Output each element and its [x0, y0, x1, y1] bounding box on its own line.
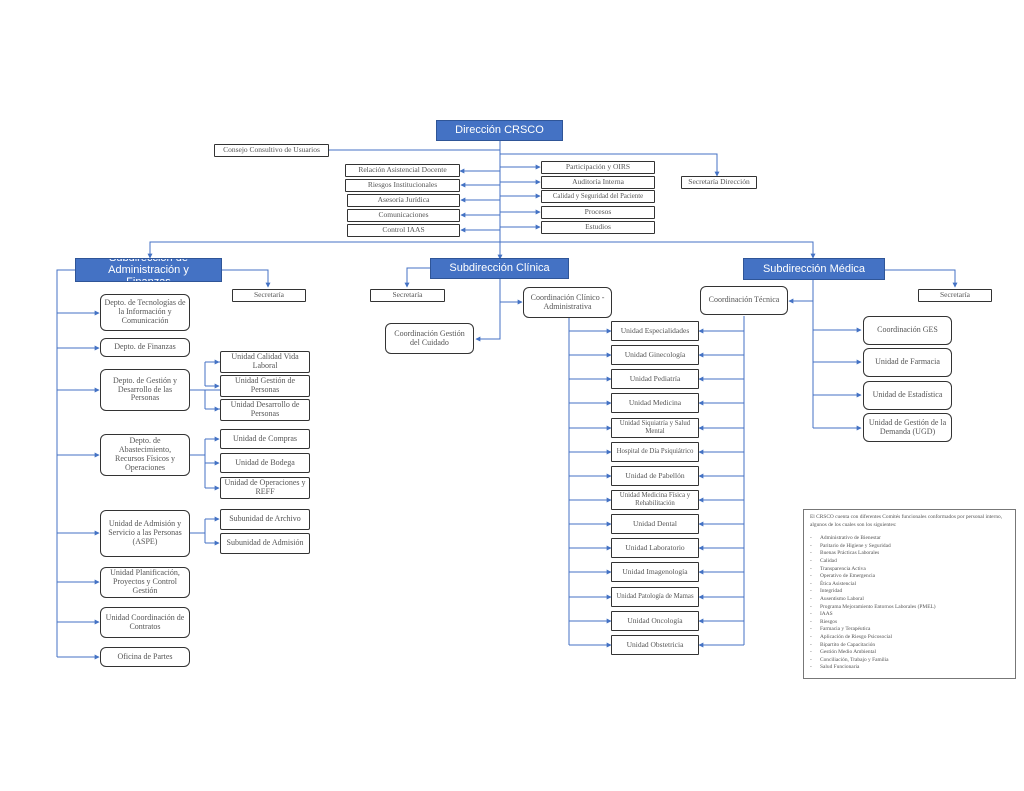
comite-item: Ética Asistencial: [810, 581, 1009, 589]
coordinacion-ges-box: Coordinación GES: [863, 316, 952, 345]
unidad-medicina-fisica-box: Unidad Medicina Física y Rehabilitación: [611, 490, 699, 510]
unidad-siquiatria-box: Unidad Siquiatría y Salud Mental: [611, 418, 699, 438]
coordinacion-tecnica-box: Coordinación Técnica: [700, 286, 788, 315]
depto-finanzas-box: Depto. de Finanzas: [100, 338, 190, 357]
auditoria-box: Auditoría Interna: [541, 176, 655, 189]
unidad-pabellon-box: Unidad de Pabellón: [611, 466, 699, 486]
comites-list: Administrativo de BienestarParitario de …: [810, 535, 1009, 672]
hospital-dia-box: Hospital de Día Psiquiátrico: [611, 442, 699, 462]
unidad-desarrollo-personas-box: Unidad Desarrollo de Personas: [220, 399, 310, 421]
secretaria-direccion-box: Secretaría Dirección: [681, 176, 757, 189]
subdireccion-administracion-box: Subdirección de Administración y Finanza…: [75, 258, 222, 282]
comite-item: Integridad: [810, 588, 1009, 596]
med-secretaria-box: Secretaría: [918, 289, 992, 302]
unidad-estadistica-box: Unidad de Estadística: [863, 381, 952, 410]
oficina-partes-box: Oficina de Partes: [100, 647, 190, 667]
unidad-operaciones-box: Unidad de Operaciones y REFF: [220, 477, 310, 499]
relacion-docente-box: Relación Asistencial Docente: [345, 164, 460, 177]
comite-item: Paritario de Higiene y Seguridad: [810, 543, 1009, 551]
unidad-compras-box: Unidad de Compras: [220, 429, 310, 449]
comite-item: Aplicación de Riesgo Psicosocial: [810, 634, 1009, 642]
comite-item: Buenas Prácticas Laborales: [810, 550, 1009, 558]
unidad-ugd-box: Unidad de Gestión de la Demanda (UGD): [863, 413, 952, 442]
comite-item: Administrativo de Bienestar: [810, 535, 1009, 543]
subdireccion-clinica-box: Subdirección Clínica: [430, 258, 569, 279]
procesos-box: Procesos: [541, 206, 655, 219]
subdireccion-medica-box: Subdirección Médica: [743, 258, 885, 280]
depto-abastecimiento-box: Depto. de Abastecimiento, Recursos Físic…: [100, 434, 190, 476]
comite-item: Riesgos: [810, 619, 1009, 627]
comites-note: El CRSCO cuenta con diferentes Comités f…: [803, 509, 1016, 679]
comite-item: Calidad: [810, 558, 1009, 566]
comite-item: Operativo de Emergencia: [810, 573, 1009, 581]
comite-item: Farmacia y Terapéutica: [810, 626, 1009, 634]
unidad-laboratorio-box: Unidad Laboratorio: [611, 538, 699, 558]
estudios-box: Estudios: [541, 221, 655, 234]
unidad-especialidades-box: Unidad Especialidades: [611, 321, 699, 341]
comite-item: Ausentismo Laboral: [810, 596, 1009, 604]
calidad-seguridad-box: Calidad y Seguridad del Paciente: [541, 190, 655, 203]
clin-secretaria-box: Secretaría: [370, 289, 445, 302]
unidad-farmacia-box: Unidad de Farmacia: [863, 348, 952, 377]
subunidad-admision-box: Subunidad de Admisión: [220, 533, 310, 554]
coordinacion-clinico-adm-box: Coordinación Clínico - Administrativa: [523, 287, 612, 318]
unidad-obstetricia-box: Unidad Obstetricia: [611, 635, 699, 655]
control-iaas-box: Control IAAS: [347, 224, 460, 237]
unidad-contratos-box: Unidad Coordinación de Contratos: [100, 607, 190, 638]
comite-item: IAAS: [810, 611, 1009, 619]
unidad-medicina-box: Unidad Medicina: [611, 393, 699, 413]
unidad-admision-aspe-box: Unidad de Admisión y Servicio a las Pers…: [100, 510, 190, 557]
unidad-calidad-vida-box: Unidad Calidad Vida Laboral: [220, 351, 310, 373]
comite-item: Gestión Medio Ambiental: [810, 649, 1009, 657]
unidad-gestion-personas-box: Unidad Gestión de Personas: [220, 375, 310, 397]
subunidad-archivo-box: Subunidad de Archivo: [220, 509, 310, 530]
unidad-oncologia-box: Unidad Oncología: [611, 611, 699, 631]
comite-item: Transparencia Activa: [810, 566, 1009, 574]
comite-item: Programa Mejoramiento Entornos Laborales…: [810, 604, 1009, 612]
direccion-box: Dirección CRSCO: [436, 120, 563, 141]
unidad-imagenologia-box: Unidad Imagenología: [611, 562, 699, 582]
unidad-bodega-box: Unidad de Bodega: [220, 453, 310, 473]
comunicaciones-box: Comunicaciones: [347, 209, 460, 222]
asesoria-box: Asesoría Jurídica: [347, 194, 460, 207]
comite-item: Bipartito de Capacitación: [810, 642, 1009, 650]
consejo-box: Consejo Consultivo de Usuarios: [214, 144, 329, 157]
riesgos-box: Riesgos Institucionales: [345, 179, 460, 192]
unidad-pediatria-box: Unidad Pediatría: [611, 369, 699, 389]
adm-secretaria-box: Secretaría: [232, 289, 306, 302]
unidad-patologia-mamas-box: Unidad Patología de Mamas: [611, 587, 699, 607]
coordinacion-gestion-cuidado-box: Coordinación Gestión del Cuidado: [385, 323, 474, 354]
unidad-planificacion-box: Unidad Planificación, Proyectos y Contro…: [100, 567, 190, 598]
depto-gestion-personas-box: Depto. de Gestión y Desarrollo de las Pe…: [100, 369, 190, 411]
depto-tics-box: Depto. de Tecnologías de la Información …: [100, 294, 190, 331]
comite-item: Salud Funcionaria: [810, 664, 1009, 672]
unidad-dental-box: Unidad Dental: [611, 514, 699, 534]
participacion-box: Participación y OIRS: [541, 161, 655, 174]
unidad-ginecologia-box: Unidad Ginecología: [611, 345, 699, 365]
comite-item: Conciliación, Trabajo y Familia: [810, 657, 1009, 665]
comites-intro: El CRSCO cuenta con diferentes Comités f…: [810, 514, 1003, 528]
